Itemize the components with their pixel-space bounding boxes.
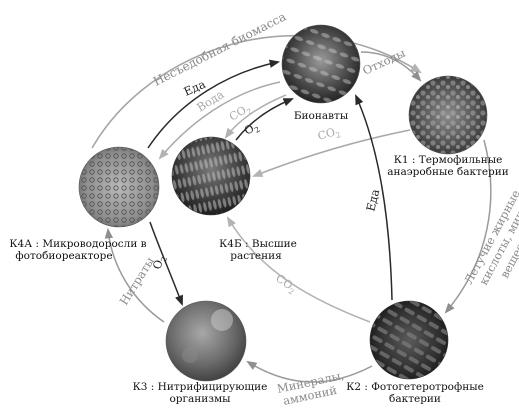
k3-label-line2: организмы bbox=[169, 393, 230, 405]
label-food-k2: Еда bbox=[363, 188, 382, 213]
label-food-k4a: Еда bbox=[182, 77, 208, 99]
node-k4b: К4Б : Высшие растения bbox=[172, 137, 297, 262]
node-k4a: К4А : Микроводоросли в фотобиореакторе bbox=[9, 147, 159, 262]
node-k3: К3 : Нитрифицирующие организмы bbox=[133, 301, 268, 405]
node-k1: К1 : Термофильные анаэробные бактерии bbox=[387, 76, 509, 178]
k1-label-line1: К1 : Термофильные bbox=[394, 154, 503, 166]
k4a-label-line1: К4А : Микроводоросли в bbox=[9, 238, 146, 250]
label-nitrates: Нитраты bbox=[117, 255, 157, 308]
k1-label-line2: анаэробные бактерии bbox=[387, 166, 509, 178]
k2-label-line1: К2 : Фотогетеротрофные bbox=[346, 381, 484, 393]
label-waste: Отходы bbox=[360, 46, 407, 78]
k2-label-line2: бактерии bbox=[389, 393, 441, 405]
label-co2-k1: CO2 bbox=[316, 124, 342, 145]
arrow-co2-k2 bbox=[228, 218, 370, 322]
bionauts-label: Бионавты bbox=[294, 110, 348, 122]
node-bionauts: Бионавты bbox=[282, 25, 360, 122]
k3-label-line1: К3 : Нитрифицирующие bbox=[133, 381, 268, 393]
k4b-label-line1: К4Б : Высшие bbox=[219, 238, 297, 250]
k4b-label-line2: растения bbox=[230, 250, 282, 262]
node-k2: К2 : Фотогетеротрофные бактерии bbox=[346, 301, 484, 405]
label-inedible-biomass: Несъедобная биомасса bbox=[151, 9, 288, 88]
k4a-label-line2: фотобиореакторе bbox=[15, 250, 112, 262]
label-co2-k2: CO2 bbox=[272, 272, 299, 297]
